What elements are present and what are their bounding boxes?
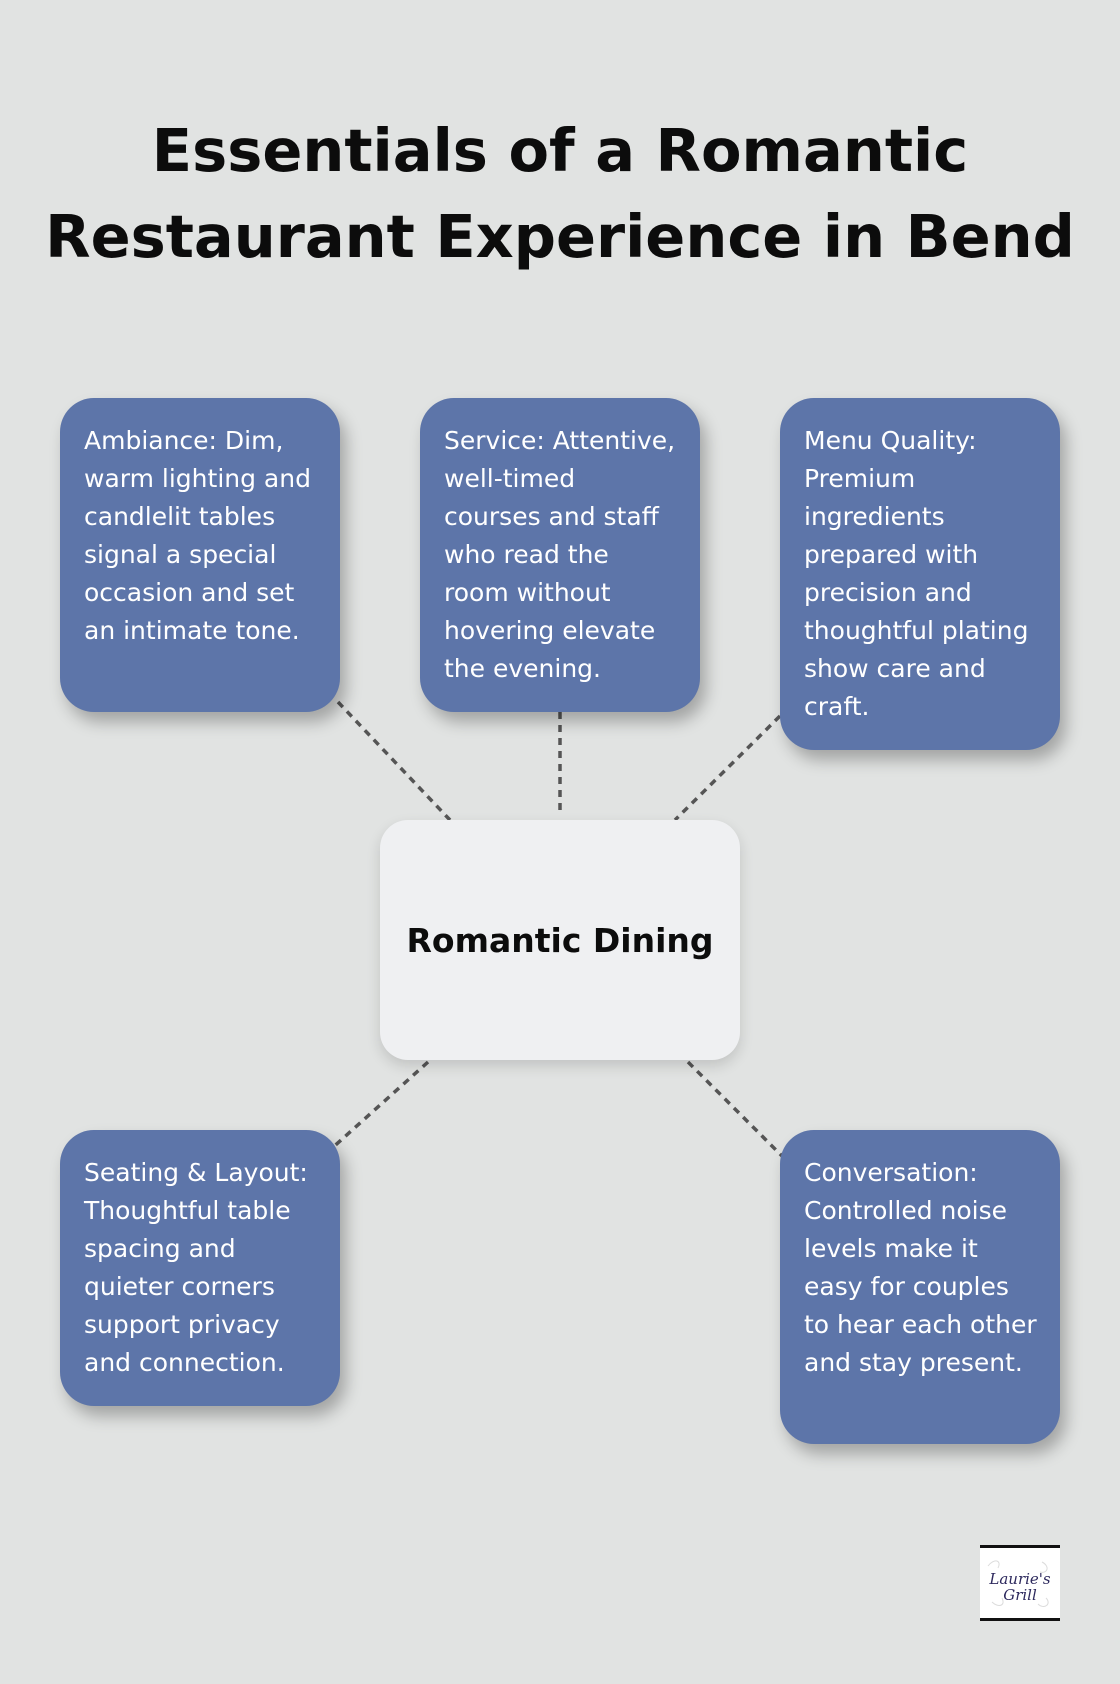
node-conversation: Conversation: Controlled noise levels ma… <box>780 1130 1060 1444</box>
center-node-label: Romantic Dining <box>406 920 714 960</box>
node-seating-layout: Seating & Layout: Thoughtful table spaci… <box>60 1130 340 1406</box>
connector-menu-quality <box>673 714 782 822</box>
logo-line-2: Grill <box>1003 1586 1037 1604</box>
diagram-title: Essentials of a Romantic Restaurant Expe… <box>45 116 1075 271</box>
connector-ambiance <box>336 700 452 822</box>
center-node: Romantic Dining <box>380 820 740 1060</box>
connector-seating <box>328 1060 430 1152</box>
node-service: Service: Attentive, well-timed courses a… <box>420 398 700 712</box>
connector-conversation <box>686 1060 784 1158</box>
logo-line-1: Laurie's <box>988 1570 1051 1588</box>
brand-logo: Laurie's Grill <box>980 1545 1060 1621</box>
node-menu-quality: Menu Quality: Premium ingredients prepar… <box>780 398 1060 750</box>
logo-mark: Laurie's Grill <box>987 1560 1051 1607</box>
node-ambiance: Ambiance: Dim, warm lighting and candlel… <box>60 398 340 712</box>
